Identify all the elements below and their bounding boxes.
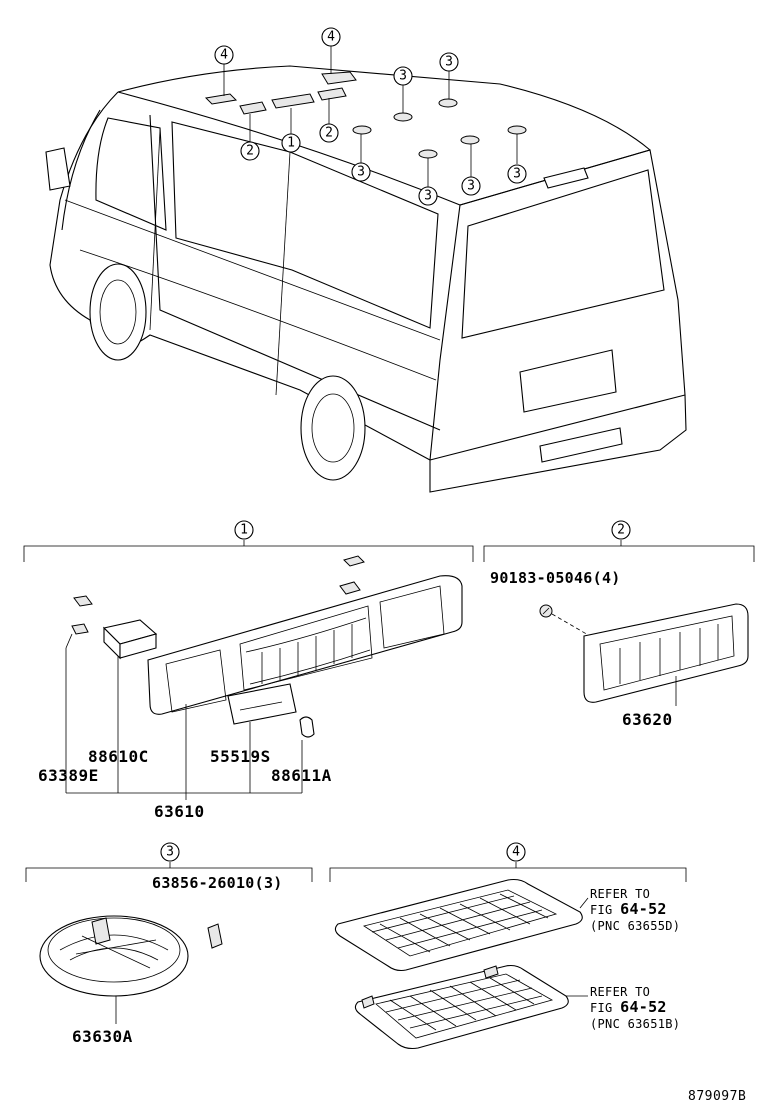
callout-1-van: 1 bbox=[281, 133, 301, 153]
van-callouts: 4 4 3 3 2 1 2 3 3 3 3 bbox=[214, 27, 527, 206]
svg-text:3: 3 bbox=[513, 167, 521, 182]
svg-text:(PNC 63651B): (PNC 63651B) bbox=[590, 1017, 680, 1031]
svg-text:2: 2 bbox=[617, 523, 625, 538]
svg-text:REFER TO: REFER TO bbox=[590, 985, 650, 999]
section-4-callout: 4 bbox=[506, 842, 526, 862]
part-63620: 63620 bbox=[622, 710, 673, 729]
van-callout-leaders bbox=[223, 46, 518, 187]
section-2: 2 90183-05046(4) 63620 bbox=[483, 520, 755, 729]
svg-text:FIG 64-52: FIG 64-52 bbox=[590, 998, 667, 1016]
van-illustration bbox=[45, 65, 687, 493]
svg-text:2: 2 bbox=[246, 144, 254, 159]
callout-3-b: 3 bbox=[439, 52, 459, 72]
part-63856-26010: 63856-26010(3) bbox=[152, 874, 283, 892]
section-4: 4 REFER TO FIG 64-52 (PNC 63655D) REFER … bbox=[329, 842, 687, 1050]
part-63610: 63610 bbox=[154, 802, 205, 821]
svg-text:(PNC 63655D): (PNC 63655D) bbox=[590, 919, 680, 933]
part-63630A: 63630A bbox=[72, 1027, 133, 1046]
part-55519S: 55519S bbox=[210, 747, 271, 766]
svg-text:3: 3 bbox=[424, 189, 432, 204]
callout-2-right: 2 bbox=[319, 123, 339, 143]
svg-text:3: 3 bbox=[399, 69, 407, 84]
callout-3-c: 3 bbox=[351, 162, 371, 182]
svg-text:1: 1 bbox=[240, 523, 248, 538]
svg-text:4: 4 bbox=[512, 845, 520, 860]
callout-3-e: 3 bbox=[461, 176, 481, 196]
part-88610C: 88610C bbox=[88, 747, 149, 766]
svg-text:4: 4 bbox=[327, 30, 335, 45]
section-2-callout: 2 bbox=[611, 520, 631, 540]
section-1-callout: 1 bbox=[234, 520, 254, 540]
svg-text:3: 3 bbox=[357, 165, 365, 180]
section-3: 3 63856-26010(3) 63630A bbox=[25, 842, 313, 1046]
part-88611A: 88611A bbox=[271, 766, 332, 785]
svg-text:4: 4 bbox=[220, 48, 228, 63]
svg-text:2: 2 bbox=[325, 126, 333, 141]
callout-3-d: 3 bbox=[418, 186, 438, 206]
svg-text:FIG 64-52: FIG 64-52 bbox=[590, 900, 667, 918]
callout-2-left: 2 bbox=[240, 141, 260, 161]
section-3-callout: 3 bbox=[160, 842, 180, 862]
callout-4-left: 4 bbox=[214, 45, 234, 65]
svg-text:3: 3 bbox=[445, 55, 453, 70]
diagram-code: 879097B bbox=[688, 1089, 746, 1104]
reference-2: REFER TO FIG 64-52 (PNC 63651B) bbox=[590, 985, 680, 1031]
svg-text:1: 1 bbox=[287, 136, 295, 151]
callout-3-a: 3 bbox=[393, 66, 413, 86]
part-63389E: 63389E bbox=[38, 766, 99, 785]
svg-text:REFER TO: REFER TO bbox=[590, 887, 650, 901]
svg-text:3: 3 bbox=[166, 845, 174, 860]
callout-4-right: 4 bbox=[321, 27, 341, 47]
part-90183-05046: 90183-05046(4) bbox=[490, 569, 621, 587]
section-1: 1 88610C 63389E 55519S 88611 bbox=[23, 520, 474, 821]
callout-3-f: 3 bbox=[507, 164, 527, 184]
reference-1: REFER TO FIG 64-52 (PNC 63655D) bbox=[590, 887, 680, 933]
svg-text:3: 3 bbox=[467, 179, 475, 194]
